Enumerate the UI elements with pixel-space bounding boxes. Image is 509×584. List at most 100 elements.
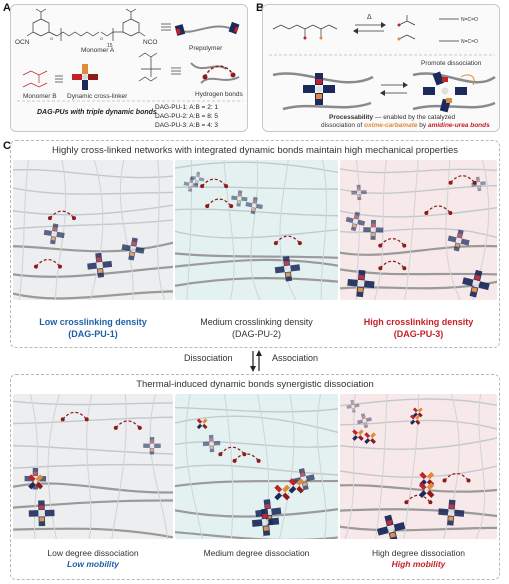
scene-medium-dissociation — [175, 394, 338, 539]
hydrogen-bond — [379, 237, 405, 246]
ocn-label: OCN — [15, 39, 30, 46]
svg-text:N=C=O: N=C=O — [461, 17, 478, 23]
polymer-chain — [186, 160, 193, 300]
polymer-chain — [340, 168, 497, 174]
crosslink-node — [357, 413, 372, 429]
monomer-b-label: Monomer B — [23, 93, 57, 100]
panel-letter-a: A — [3, 2, 11, 14]
dagpu-caption-text: DAG-PUs with triple dynamic bonds — [37, 109, 157, 116]
processability-line-1: Processability — enabled by the catalyze… — [329, 114, 455, 121]
bond-end — [466, 478, 471, 483]
dissociation-association-arrows — [250, 350, 262, 372]
scene-low-dissociation — [13, 394, 173, 539]
bond-end — [84, 417, 89, 422]
polymer-chain — [340, 525, 497, 532]
hydrogen-bond — [35, 258, 61, 267]
polymer-chain — [175, 531, 338, 539]
polymer-chain — [175, 508, 338, 518]
network-low-density — [13, 160, 173, 300]
crosslink-node — [376, 514, 406, 539]
polymer-chain — [475, 394, 486, 539]
panel-a-box: O O — [10, 4, 248, 132]
network-medium-density — [175, 160, 338, 300]
bond-end — [402, 243, 407, 248]
hbond-label: Hydrogen bonds — [195, 91, 243, 98]
polymer-chain — [279, 160, 297, 300]
crosslink-node — [121, 237, 145, 261]
bond-end — [404, 500, 409, 505]
bond-end — [378, 243, 383, 248]
polymer-chain — [250, 160, 261, 300]
bond-end — [424, 210, 429, 215]
caption-low-density: Low crosslinking density (DAG-PU-1) — [13, 316, 173, 340]
polymer-chain — [13, 168, 173, 179]
polymer-chain — [340, 484, 497, 493]
polymer-chain — [223, 160, 235, 300]
polymer-chain — [47, 394, 61, 539]
hydrogen-bond — [49, 210, 75, 219]
processability-rest: — enabled by the catalyzed — [373, 114, 456, 121]
free-crosslinker — [274, 484, 290, 501]
free-crosslinker — [418, 482, 435, 498]
polymer-chain — [373, 160, 388, 300]
promote-label: Promote dissociation — [421, 60, 482, 67]
processability-pre: dissociation of — [321, 122, 364, 129]
polymer-chain — [13, 204, 173, 216]
polymer-chain — [13, 527, 173, 539]
polymer-chain — [340, 398, 497, 407]
crosslink-node — [231, 190, 248, 207]
bond-end — [205, 204, 210, 209]
crosslink-node — [447, 229, 470, 252]
free-crosslinker — [196, 418, 208, 430]
free-crosslinker — [412, 407, 423, 418]
bond-end — [442, 478, 447, 483]
crosslink-node — [28, 500, 55, 527]
ratio-1: DAG-PU-1: A:B = 2: 1 — [155, 104, 219, 111]
polymer-chain — [340, 207, 497, 218]
polymer-chain — [13, 187, 173, 195]
svg-text:O: O — [100, 36, 103, 41]
network-medium-dissociation — [175, 394, 338, 539]
network-high-dissociation — [340, 394, 497, 539]
caption-low-dissociation-line2: Low mobility — [67, 559, 119, 569]
scene-high-dissociation — [340, 394, 497, 539]
dissociation-label: Dissociation — [184, 353, 233, 363]
bond-end — [71, 216, 76, 221]
bond-end — [60, 417, 65, 422]
polymer-chain — [149, 394, 169, 539]
caption-high-dissociation-line2: High mobility — [391, 559, 446, 569]
caption-high-dissociation: High degree dissociation High mobility — [340, 548, 497, 570]
panel-b-reaction: N=C=O N=C=O — [269, 15, 496, 113]
polymer-chain — [175, 415, 338, 434]
top-banner: Highly cross-linked networks with integr… — [51, 145, 459, 156]
bond-end — [297, 241, 302, 246]
monomer-a-label: Monomer A — [81, 47, 115, 54]
crosslink-node — [87, 252, 113, 278]
bond-end — [232, 458, 237, 463]
polymer-chain — [13, 416, 173, 425]
ratio-2: DAG-PU-2: A:B = 8: 5 — [155, 113, 219, 120]
free-crosslinker — [28, 474, 44, 490]
free-crosslinker — [364, 432, 376, 445]
bond-end — [137, 425, 142, 430]
delta-label: Δ — [367, 14, 372, 21]
hydrogen-bond — [115, 420, 141, 429]
polymer-chain — [13, 499, 173, 509]
hydrogen-bond — [405, 494, 431, 503]
hydrogen-bond — [219, 446, 245, 455]
polymer-chain — [175, 258, 338, 268]
polymer-chain — [13, 241, 173, 253]
polymer-chain — [344, 394, 356, 539]
crosslink-node — [143, 437, 161, 455]
panel-letter-c: C — [3, 140, 11, 152]
crosslink-node — [274, 256, 301, 282]
bottom-banner: Thermal-induced dynamic bonds synergisti… — [136, 379, 374, 390]
polymer-chain — [404, 160, 419, 300]
polymer-chain — [13, 219, 173, 230]
bond-end — [113, 425, 118, 430]
polymer-chain — [175, 161, 338, 174]
bond-end — [224, 184, 229, 189]
crosslink-node — [202, 434, 221, 453]
caption-medium-dissociation-line1: Medium degree dissociation — [203, 548, 310, 558]
crosslink-node — [347, 269, 375, 298]
